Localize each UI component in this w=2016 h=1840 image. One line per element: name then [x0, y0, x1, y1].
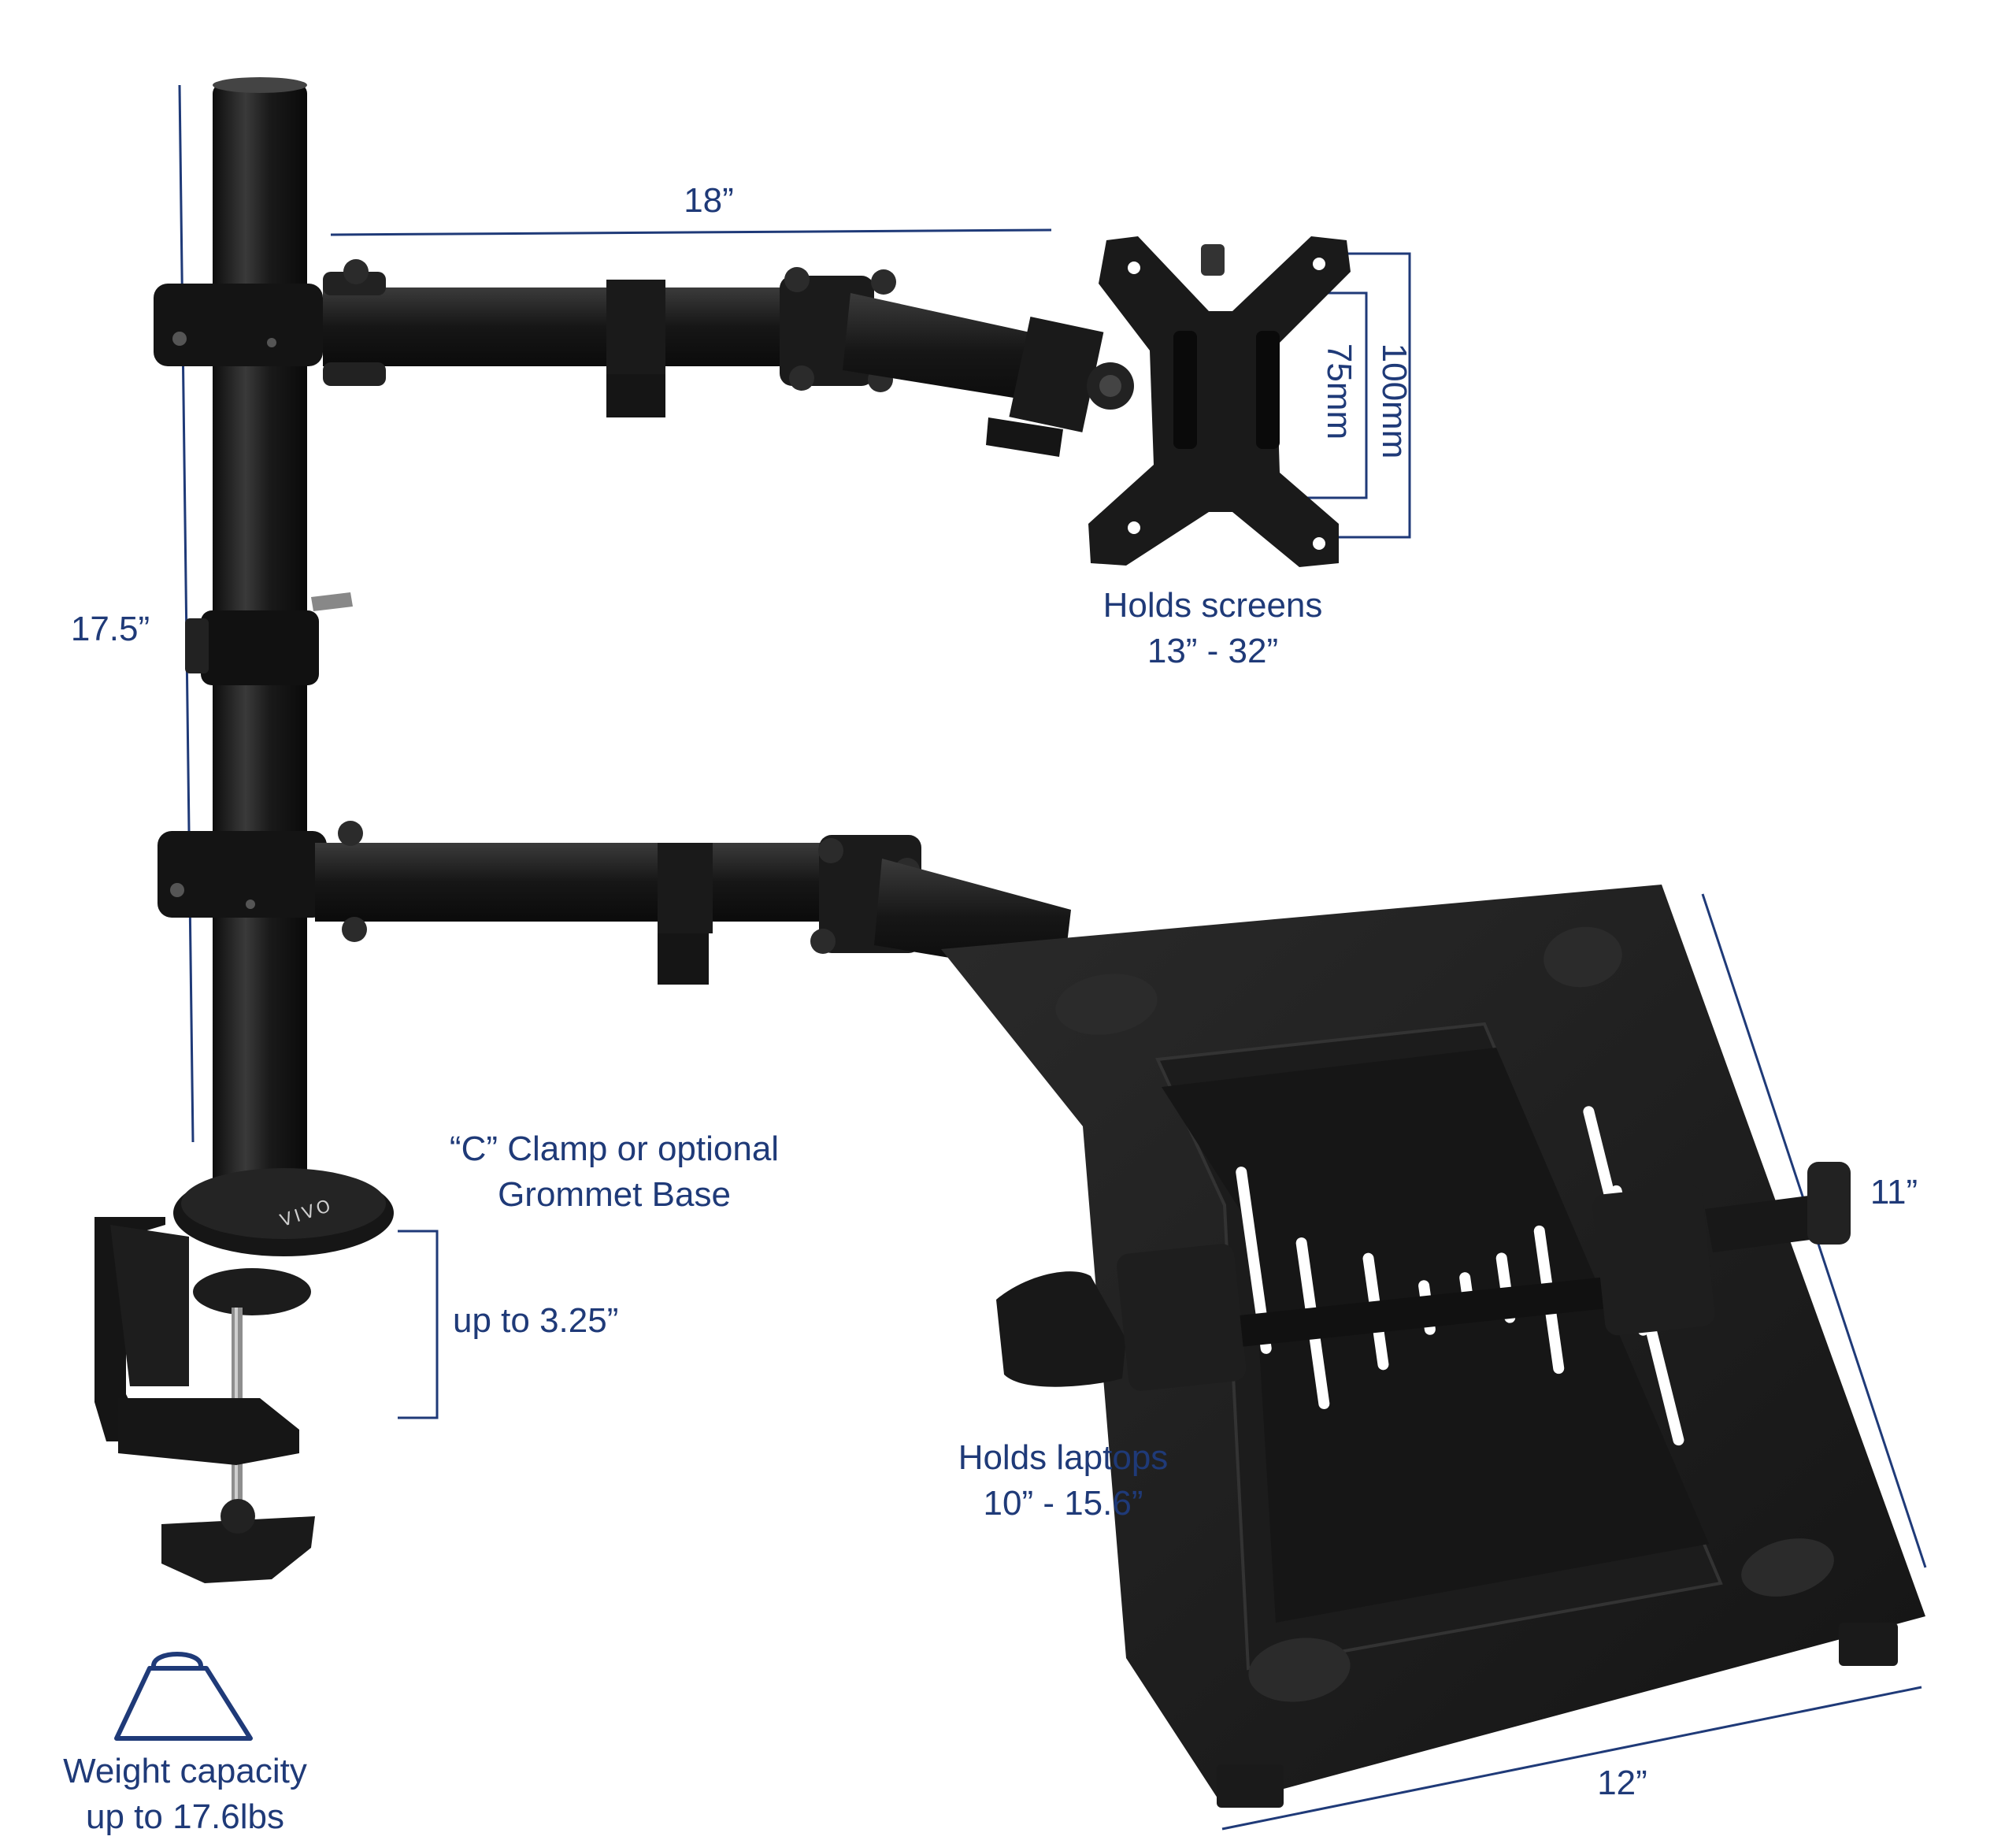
laptops-line-1: Holds laptops [958, 1438, 1169, 1477]
tray-width-line [1221, 1686, 1922, 1831]
clamp-line-1: “C” Clamp or optional [449, 1130, 780, 1168]
desk-clamp [94, 1168, 394, 1583]
pole [185, 77, 353, 1229]
weight-icon [114, 1652, 253, 1741]
clamp-line-2: Grommet Base [498, 1175, 731, 1214]
arm-reach-label: 18” [684, 181, 734, 220]
screens-line-2: 13” - 32” [1147, 632, 1279, 670]
vesa-100-bracket [1339, 252, 1411, 539]
vesa-75-bracket [1307, 291, 1368, 499]
screens-line-1: Holds screens [1102, 586, 1323, 625]
vesa-plate [1088, 236, 1351, 567]
screens-label: Holds screens 13” - 32” [1071, 583, 1354, 674]
weight-line-1: Weight capacity [63, 1752, 307, 1790]
weight-line-2: up to 17.6lbs [86, 1797, 284, 1836]
upper-arm [154, 259, 1134, 457]
pole-height-label: 17.5” [70, 610, 150, 648]
laptops-line-2: 10” - 15.6” [983, 1484, 1143, 1523]
clamp-range-bracket [398, 1230, 439, 1419]
laptop-tray [941, 885, 1925, 1808]
arm-reach-line [330, 228, 1052, 236]
clamp-range-label: up to 3.25” [453, 1301, 619, 1340]
vesa-75-label: 75mm [1320, 343, 1358, 440]
tray-width-label: 12” [1597, 1764, 1647, 1802]
clamp-label: “C” Clamp or optional Grommet Base [410, 1126, 819, 1218]
vesa-100-label: 100mm [1375, 343, 1414, 459]
weight-label: Weight capacity up to 17.6lbs [47, 1749, 323, 1840]
lower-arm [158, 821, 1071, 985]
pole-height-line [178, 84, 195, 1143]
tray-depth-label: 11” [1870, 1173, 1918, 1211]
laptops-label: Holds laptops 10” - 15.6” [921, 1435, 1205, 1527]
